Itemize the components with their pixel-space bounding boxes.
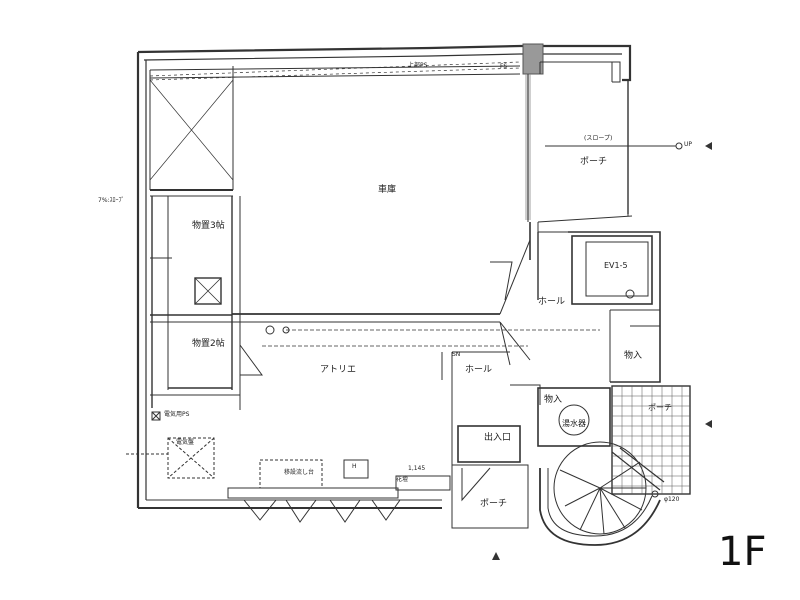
electric-panel [126, 437, 215, 479]
garage-label: 車庫 [378, 185, 397, 195]
tiled-porch [611, 385, 691, 495]
entrance-label: 出入口 [484, 433, 512, 443]
slope-label: (スロープ) [584, 135, 613, 142]
elec-ps-label: 電気用PS [164, 411, 190, 418]
garage-atelier-wall [232, 313, 528, 347]
diameter-label: φ120 [664, 496, 680, 503]
atelier-label: アトリエ [320, 365, 357, 375]
direction-markers [492, 142, 712, 560]
elevator-label: EV1-5 [604, 261, 628, 270]
porch-bottom-label: ポーチ [480, 499, 508, 509]
spiral-stair [539, 441, 665, 546]
hall-left-label: ホール [465, 365, 493, 375]
sink-label: 移設流し台 [284, 469, 315, 476]
upper-ps-label: 上部PS [408, 62, 428, 69]
outer-walls [136, 44, 632, 509]
porch-right-label: ポーチ [648, 403, 672, 412]
hall-right-label: ホール [538, 297, 566, 307]
floor-label: 1F [718, 529, 767, 575]
porch-top [539, 61, 629, 216]
garage-walls [149, 43, 633, 223]
meter-label: 電気盤 [176, 439, 195, 446]
flower-bed-label: 花壇 [396, 476, 409, 483]
entrance [451, 425, 529, 529]
sn-label: SN [452, 351, 461, 358]
h-mark-label: H [352, 463, 357, 470]
up-label: UP [684, 141, 693, 148]
storage-small-label: 物入 [624, 351, 643, 361]
fs-label: FS [500, 63, 508, 70]
storage-right [609, 309, 660, 382]
storage3-label: 物置3帖 [192, 221, 225, 231]
water-heater-label: 湯水器 [562, 419, 586, 428]
storage-heater-label: 物入 [544, 395, 563, 405]
dimension-label: 1,145 [408, 465, 426, 472]
storage-walls [150, 195, 263, 410]
porch-top-label: ポーチ [580, 157, 608, 167]
ramp-label: 7%:ｽﾛｰﾌﾟ [98, 197, 125, 204]
storage2-label: 物置2帖 [192, 339, 225, 349]
hall-walls [441, 222, 541, 500]
slope-line [545, 142, 683, 150]
bottom-windows [227, 459, 451, 523]
heater-room [537, 387, 611, 447]
elevator [537, 222, 661, 383]
